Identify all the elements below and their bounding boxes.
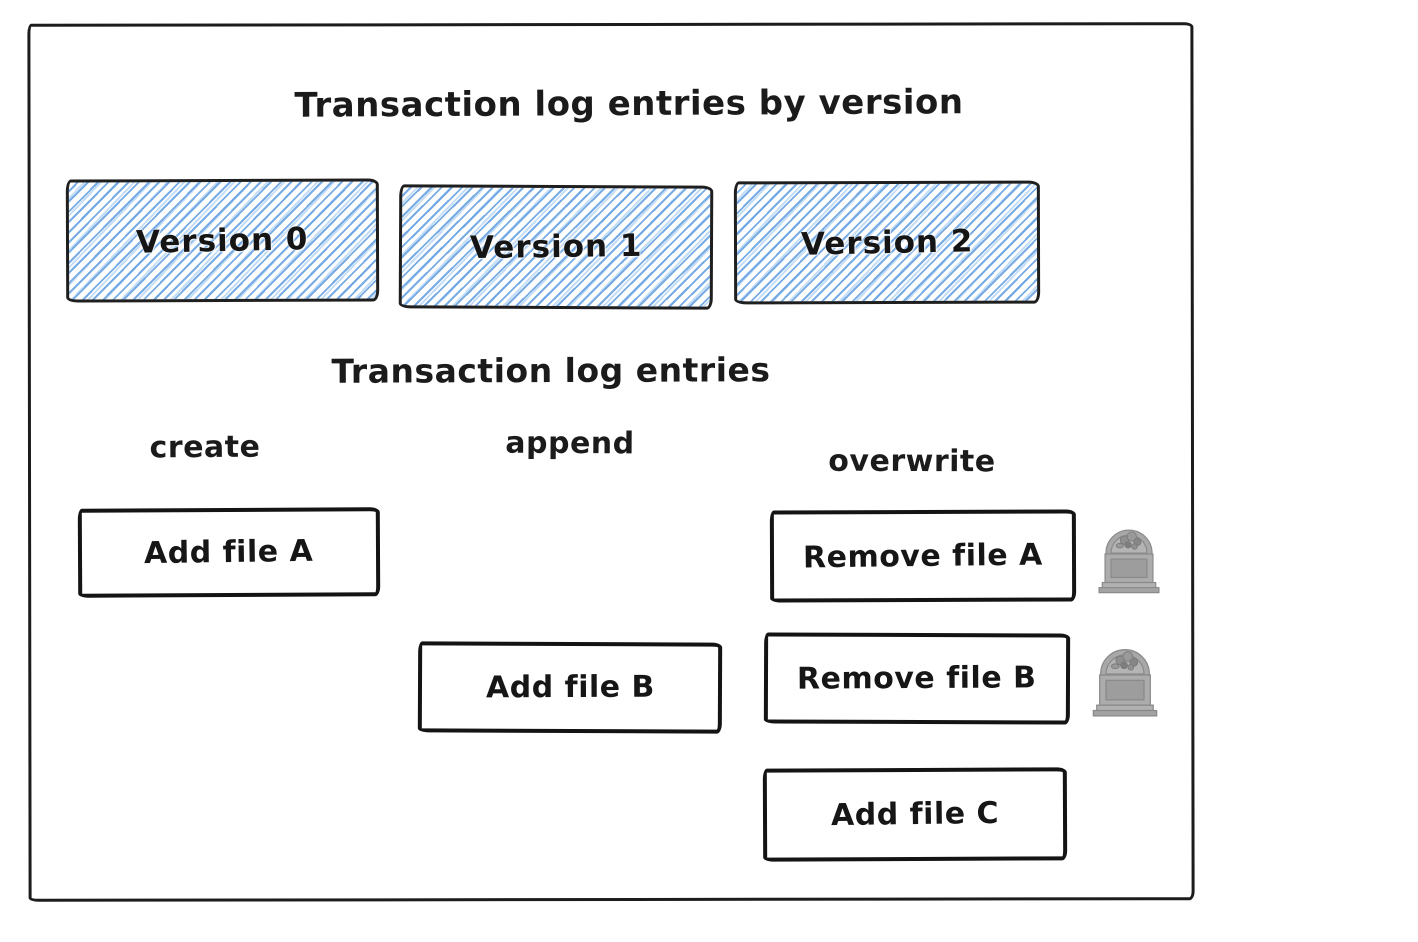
diagram-title: Transaction log entries by version xyxy=(294,82,964,126)
entry-label: Add file C xyxy=(830,795,1000,834)
version-label: Version 0 xyxy=(135,220,310,261)
entry-label: Remove file A xyxy=(802,537,1044,575)
version-box-1: Version 1 xyxy=(398,184,714,310)
entry-box-remove-file-a: Remove file A xyxy=(769,509,1077,603)
tombstone-icon xyxy=(1098,529,1160,594)
version-box-2: Version 2 xyxy=(733,180,1041,305)
section-subtitle: Transaction log entries xyxy=(331,350,771,391)
entry-box-add-file-a: Add file A xyxy=(77,507,381,598)
column-label-overwrite: overwrite xyxy=(828,443,996,480)
version-box-0: Version 0 xyxy=(65,178,380,303)
entry-label: Add file A xyxy=(144,533,314,572)
entry-label: Remove file B xyxy=(797,660,1037,697)
entry-box-add-file-b: Add file B xyxy=(417,641,723,734)
version-label: Version 2 xyxy=(800,222,974,263)
column-label-create: create xyxy=(149,429,261,466)
entry-box-add-file-c: Add file C xyxy=(762,767,1068,862)
tombstone-icon xyxy=(1092,649,1158,717)
version-label: Version 1 xyxy=(469,227,643,267)
entry-label: Add file B xyxy=(485,669,655,706)
column-label-append: append xyxy=(505,425,635,462)
entry-box-remove-file-b: Remove file B xyxy=(763,632,1071,725)
